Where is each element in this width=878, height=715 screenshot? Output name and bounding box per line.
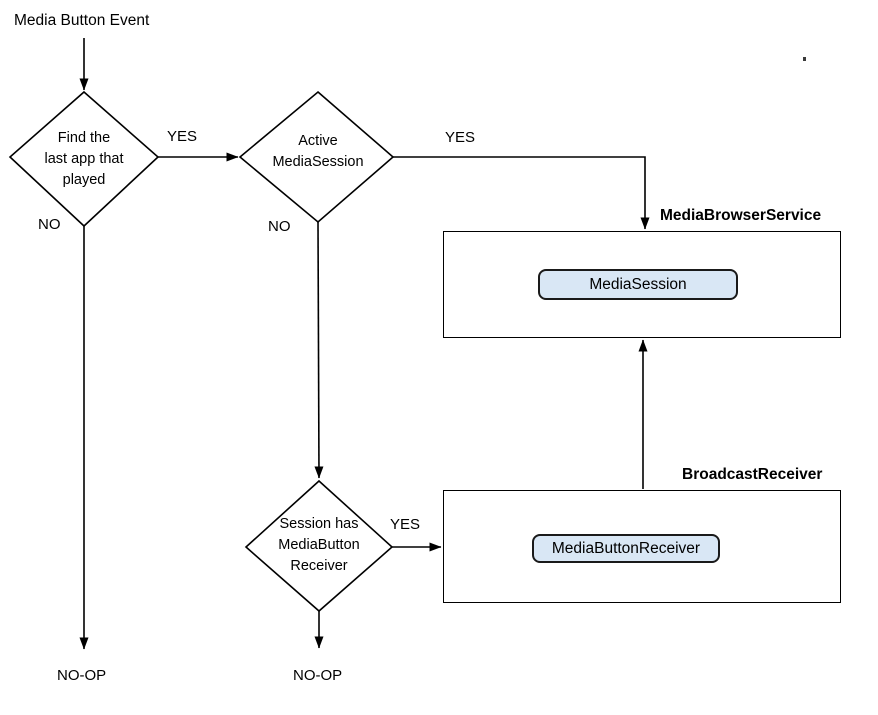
- edge-label-d1-yes: YES: [167, 128, 198, 145]
- mediabrowserservice-box-title: MediaBrowserService: [660, 207, 822, 224]
- decision-text-line: MediaButton: [278, 537, 360, 553]
- broadcastreceiver-box-title: BroadcastReceiver: [682, 466, 823, 483]
- decision-find-last-app-diamond: [8, 90, 160, 228]
- terminal-noop-left: NO-OP: [57, 667, 107, 684]
- decision-session-has-receiver-diamond: [244, 479, 394, 613]
- mediasession-node: MediaSession: [538, 269, 738, 300]
- decision-text-line: MediaSession: [272, 154, 364, 170]
- artifact-dot: [803, 57, 806, 61]
- edge-d2-no-arrow: [314, 221, 324, 479]
- decision-text-line: Find the: [57, 130, 111, 146]
- decision-session-has-receiver-text: Session has MediaButton Receiver: [254, 514, 384, 577]
- decision-text-line: last app that: [44, 151, 124, 167]
- edge-label-d2-no: NO: [268, 218, 291, 235]
- terminal-noop-right: NO-OP: [293, 667, 343, 684]
- edge-label-d2-yes: YES: [445, 129, 476, 146]
- edge-label-d1-no: NO: [38, 216, 61, 233]
- decision-text-line: Receiver: [290, 558, 348, 574]
- decision-active-mediasession-diamond: [238, 90, 395, 224]
- edge-label-d3-yes: YES: [390, 516, 421, 533]
- decision-active-mediasession-text: Active MediaSession: [248, 131, 388, 173]
- edge-d2-yes-arrow: [393, 156, 650, 230]
- start-event-label: Media Button Event: [14, 12, 150, 29]
- decision-find-last-app-text: Find the last app that played: [24, 128, 144, 191]
- mediabuttonreceiver-node: MediaButtonReceiver: [532, 534, 720, 563]
- decision-text-line: Active: [298, 133, 338, 149]
- decision-text-line: Session has: [279, 516, 359, 532]
- decision-text-line: played: [62, 172, 106, 188]
